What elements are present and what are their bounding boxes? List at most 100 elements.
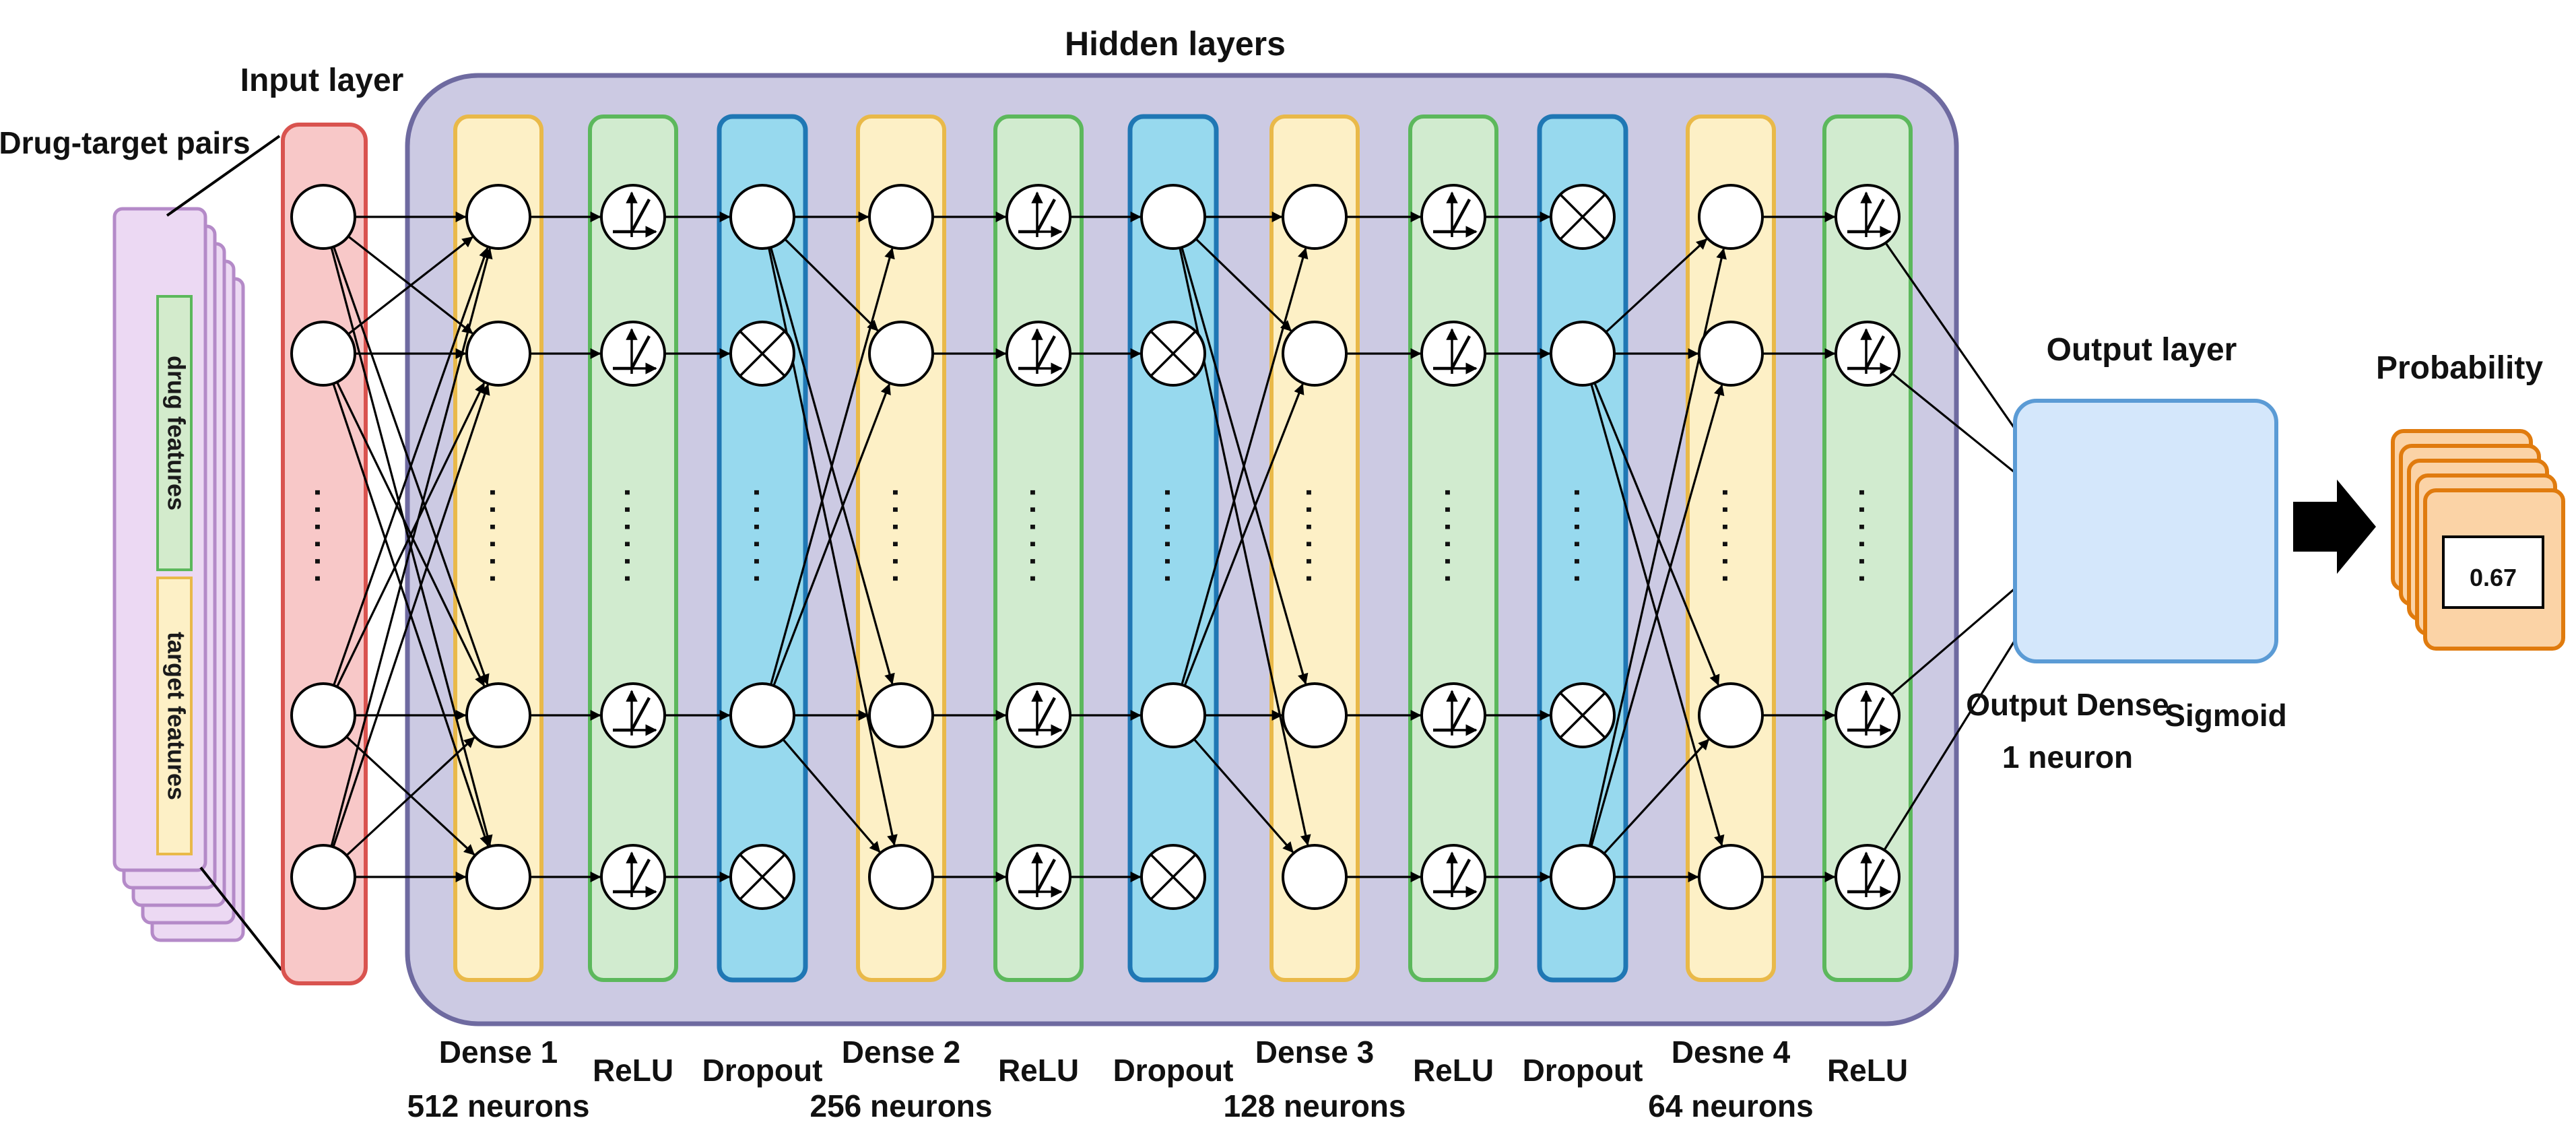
connection-edge	[1181, 247, 1309, 686]
ellipsis-dots: . . . . . .	[308, 488, 343, 583]
relu-layer-label: ReLU	[593, 1053, 673, 1088]
dropout-layer-label: Dropout	[1113, 1053, 1234, 1088]
ellipsis-dots: . . . . . .	[1158, 488, 1193, 583]
ellipsis-dots: . . . . . .	[1568, 488, 1603, 583]
dropout-x-icon	[1150, 330, 1197, 377]
relu-neuron	[1420, 682, 1486, 748]
relu-neuron	[600, 321, 666, 387]
probability-stack	[2391, 429, 2565, 651]
relu-icon	[1433, 690, 1478, 736]
dropout-neuron	[729, 184, 795, 250]
relu-layer-label: ReLU	[1413, 1053, 1494, 1088]
relu-icon	[1018, 191, 1063, 238]
target-features-box	[156, 577, 193, 855]
relu-neuron	[1420, 844, 1486, 910]
relu-neuron	[1005, 844, 1071, 910]
dense-neuron	[465, 682, 531, 748]
relu-neuron	[1835, 844, 1901, 910]
dropout-x-icon	[739, 853, 786, 901]
connection-edge	[1590, 384, 1725, 847]
relu-neuron	[1835, 682, 1901, 748]
relu-layer-label: ReLU	[998, 1053, 1079, 1088]
input-neuron	[290, 321, 356, 387]
drug-target-pairs-label: Drug-target pairs	[0, 125, 251, 160]
dropout-layer-label: Dropout	[1523, 1053, 1643, 1088]
relu-icon	[1847, 690, 1892, 736]
input-neuron	[290, 682, 356, 748]
ellipsis-dots: . . . . . .	[1439, 488, 1474, 583]
relu-icon	[1433, 851, 1478, 898]
probability-value-box	[2442, 535, 2544, 609]
input-neuron	[290, 844, 356, 910]
relu-neuron	[1005, 184, 1071, 250]
relu-neuron	[600, 682, 666, 748]
relu-neuron	[1420, 321, 1486, 387]
dense-neuron	[868, 321, 934, 387]
relu-neuron	[600, 844, 666, 910]
dropout-neuron	[1140, 682, 1206, 748]
connection-edge	[770, 247, 895, 686]
input-layer-label: Input layer	[240, 63, 404, 98]
dense-neuron	[868, 682, 934, 748]
relu-icon	[1847, 851, 1892, 898]
relu-neuron	[1420, 184, 1486, 250]
relu-neuron	[1835, 184, 1901, 250]
drug-target-pairs-stack: drug features target features	[112, 135, 283, 971]
relu-icon	[1847, 328, 1892, 374]
connection-edge	[1193, 738, 1294, 853]
dropout-x-icon	[739, 330, 786, 377]
ellipsis-dots: . . . . . .	[1300, 488, 1335, 583]
dense-neuron	[868, 184, 934, 250]
connection-edge	[333, 247, 490, 686]
relu-icon	[613, 851, 657, 898]
output-layer-box	[2013, 399, 2278, 663]
sigmoid-label: Sigmoid	[2165, 698, 2286, 733]
dropout-neuron	[1140, 184, 1206, 250]
target-features-label: target features	[162, 632, 190, 800]
ellipsis-dots: . . . . . .	[1716, 488, 1751, 583]
probability-label: Probability	[2376, 350, 2543, 386]
connection-edge	[782, 738, 881, 853]
dense-neuron	[1282, 321, 1348, 387]
dense-neuron	[1698, 184, 1764, 250]
dropout-x-icon	[1150, 853, 1197, 901]
relu-neuron	[1835, 321, 1901, 387]
dense-neuron	[465, 184, 531, 250]
dense-neuron	[868, 844, 934, 910]
output-dense-label-line2: 1 neuron	[2002, 740, 2133, 775]
connection-edge	[1593, 382, 1720, 686]
dense-layer-sublabel: 64 neurons	[1648, 1088, 1813, 1123]
relu-layer-label: ReLU	[1827, 1053, 1908, 1088]
pairs-connector-top	[166, 135, 281, 217]
pairs-connector-bottom	[199, 866, 283, 971]
connection-edge	[332, 383, 490, 847]
output-layer-label: Output layer	[2047, 332, 2237, 368]
hidden-layers-title: Hidden layers	[1065, 25, 1286, 63]
input-neuron	[290, 184, 356, 250]
ellipsis-dots: . . . . . .	[886, 488, 921, 583]
dropout-neuron	[1550, 844, 1616, 910]
relu-icon	[1433, 328, 1478, 374]
drug-features-box	[156, 295, 193, 571]
dense-layer-label: Desne 4	[1672, 1035, 1791, 1070]
ellipsis-dots: . . . . . .	[1853, 488, 1888, 583]
drug-features-label: drug features	[162, 356, 190, 511]
dense-neuron	[1698, 682, 1764, 748]
relu-icon	[613, 690, 657, 736]
connection-edge	[784, 238, 879, 331]
dense-neuron	[1282, 184, 1348, 250]
dense-neuron	[1282, 682, 1348, 748]
dense-neuron	[465, 321, 531, 387]
ellipsis-dots: . . . . . .	[1024, 488, 1059, 583]
relu-icon	[613, 328, 657, 374]
output-dense-label-line1: Output Dense	[1966, 687, 2169, 722]
probability-value: 0.67	[2470, 564, 2517, 591]
dropout-x-icon	[1559, 193, 1606, 240]
ellipsis-dots: . . . . . .	[618, 488, 653, 583]
connection-edge	[1603, 738, 1710, 855]
connection-edge	[772, 383, 891, 686]
dropout-x-icon	[1559, 692, 1606, 739]
relu-icon	[1433, 191, 1478, 238]
